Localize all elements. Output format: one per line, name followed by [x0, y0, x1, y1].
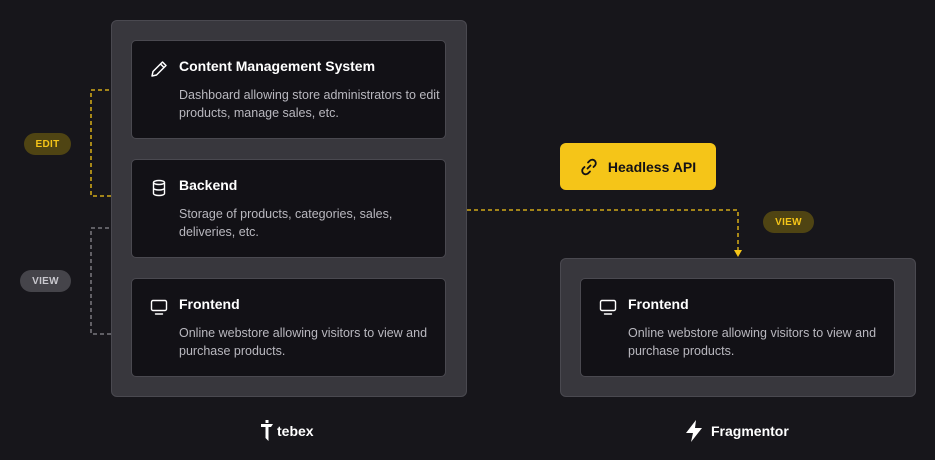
backend-card: Backend Storage of products, categories,… — [131, 159, 446, 258]
api-arrow — [734, 250, 742, 257]
database-icon — [149, 178, 169, 198]
edit-badge: EDIT — [24, 133, 71, 155]
tebex-frontend-title: Frontend — [179, 296, 240, 312]
fragmentor-brand: Fragmentor — [684, 419, 789, 443]
fragmentor-frontend-title: Frontend — [628, 296, 689, 312]
tebex-brand-label: tebex — [277, 423, 314, 439]
tebex-logo-icon — [260, 419, 274, 443]
link-icon — [580, 158, 598, 176]
monitor-icon — [149, 297, 169, 317]
backend-description: Storage of products, categories, sales, … — [179, 207, 393, 239]
fragmentor-frontend-card: Frontend Online webstore allowing visito… — [580, 278, 895, 377]
cms-description: Dashboard allowing store administrators … — [179, 88, 440, 120]
pencil-icon — [149, 59, 169, 79]
tebex-frontend-description: Online webstore allowing visitors to vie… — [179, 326, 428, 358]
cms-card: Content Management System Dashboard allo… — [131, 40, 446, 139]
backend-title: Backend — [179, 177, 238, 193]
fragmentor-frontend-description: Online webstore allowing visitors to vie… — [628, 326, 877, 358]
cms-title: Content Management System — [179, 58, 376, 74]
tebex-frontend-card: Frontend Online webstore allowing visito… — [131, 278, 446, 377]
monitor-icon — [598, 297, 618, 317]
view-badge-left: VIEW — [20, 270, 71, 292]
fragmentor-brand-label: Fragmentor — [711, 423, 789, 439]
view-connector — [90, 227, 130, 335]
tebex-brand: tebex — [260, 419, 314, 443]
view-badge-right: VIEW — [763, 211, 814, 233]
headless-api-label: Headless API — [607, 158, 697, 175]
edit-connector — [90, 89, 130, 197]
lightning-icon — [684, 419, 704, 443]
headless-api-box: Headless API — [560, 143, 716, 190]
api-connector — [446, 209, 739, 252]
